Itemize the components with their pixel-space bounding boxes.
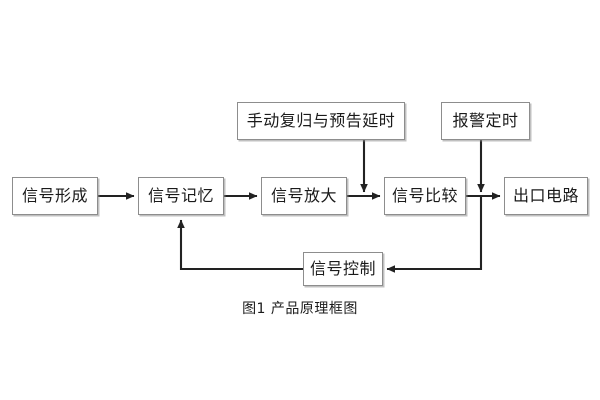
block-signal-control[interactable]: 信号控制 — [303, 252, 383, 286]
block-signal-form-label: 信号形成 — [21, 186, 88, 205]
block-signal-compare-label: 信号比较 — [391, 186, 458, 205]
block-signal-memory[interactable]: 信号记忆 — [138, 177, 224, 215]
block-alarm-timer[interactable]: 报警定时 — [441, 102, 530, 140]
figure-caption: 图1 产品原理框图 — [242, 301, 358, 317]
block-output-circuit-label: 出口电路 — [512, 186, 579, 205]
block-alarm-timer-label: 报警定时 — [452, 111, 519, 130]
block-signal-memory-label: 信号记忆 — [147, 186, 214, 205]
edge-output-ckt-to-signal-ctrl — [386, 196, 483, 273]
block-signal-amplify[interactable]: 信号放大 — [261, 177, 347, 215]
edge-signal-ctrl-to-signal-memory — [177, 219, 303, 271]
block-signal-compare[interactable]: 信号比较 — [384, 177, 466, 215]
block-manual-reset-and-prealarm-delay[interactable]: 手动复归与预告延时 — [237, 102, 405, 140]
block-output-circuit[interactable]: 出口电路 — [504, 177, 588, 215]
block-signal-amplify-label: 信号放大 — [270, 186, 337, 205]
block-manual-reset-and-prealarm-delay-label: 手动复归与预告延时 — [246, 111, 396, 130]
block-signal-control-label: 信号控制 — [309, 259, 376, 278]
block-signal-form[interactable]: 信号形成 — [12, 177, 98, 215]
